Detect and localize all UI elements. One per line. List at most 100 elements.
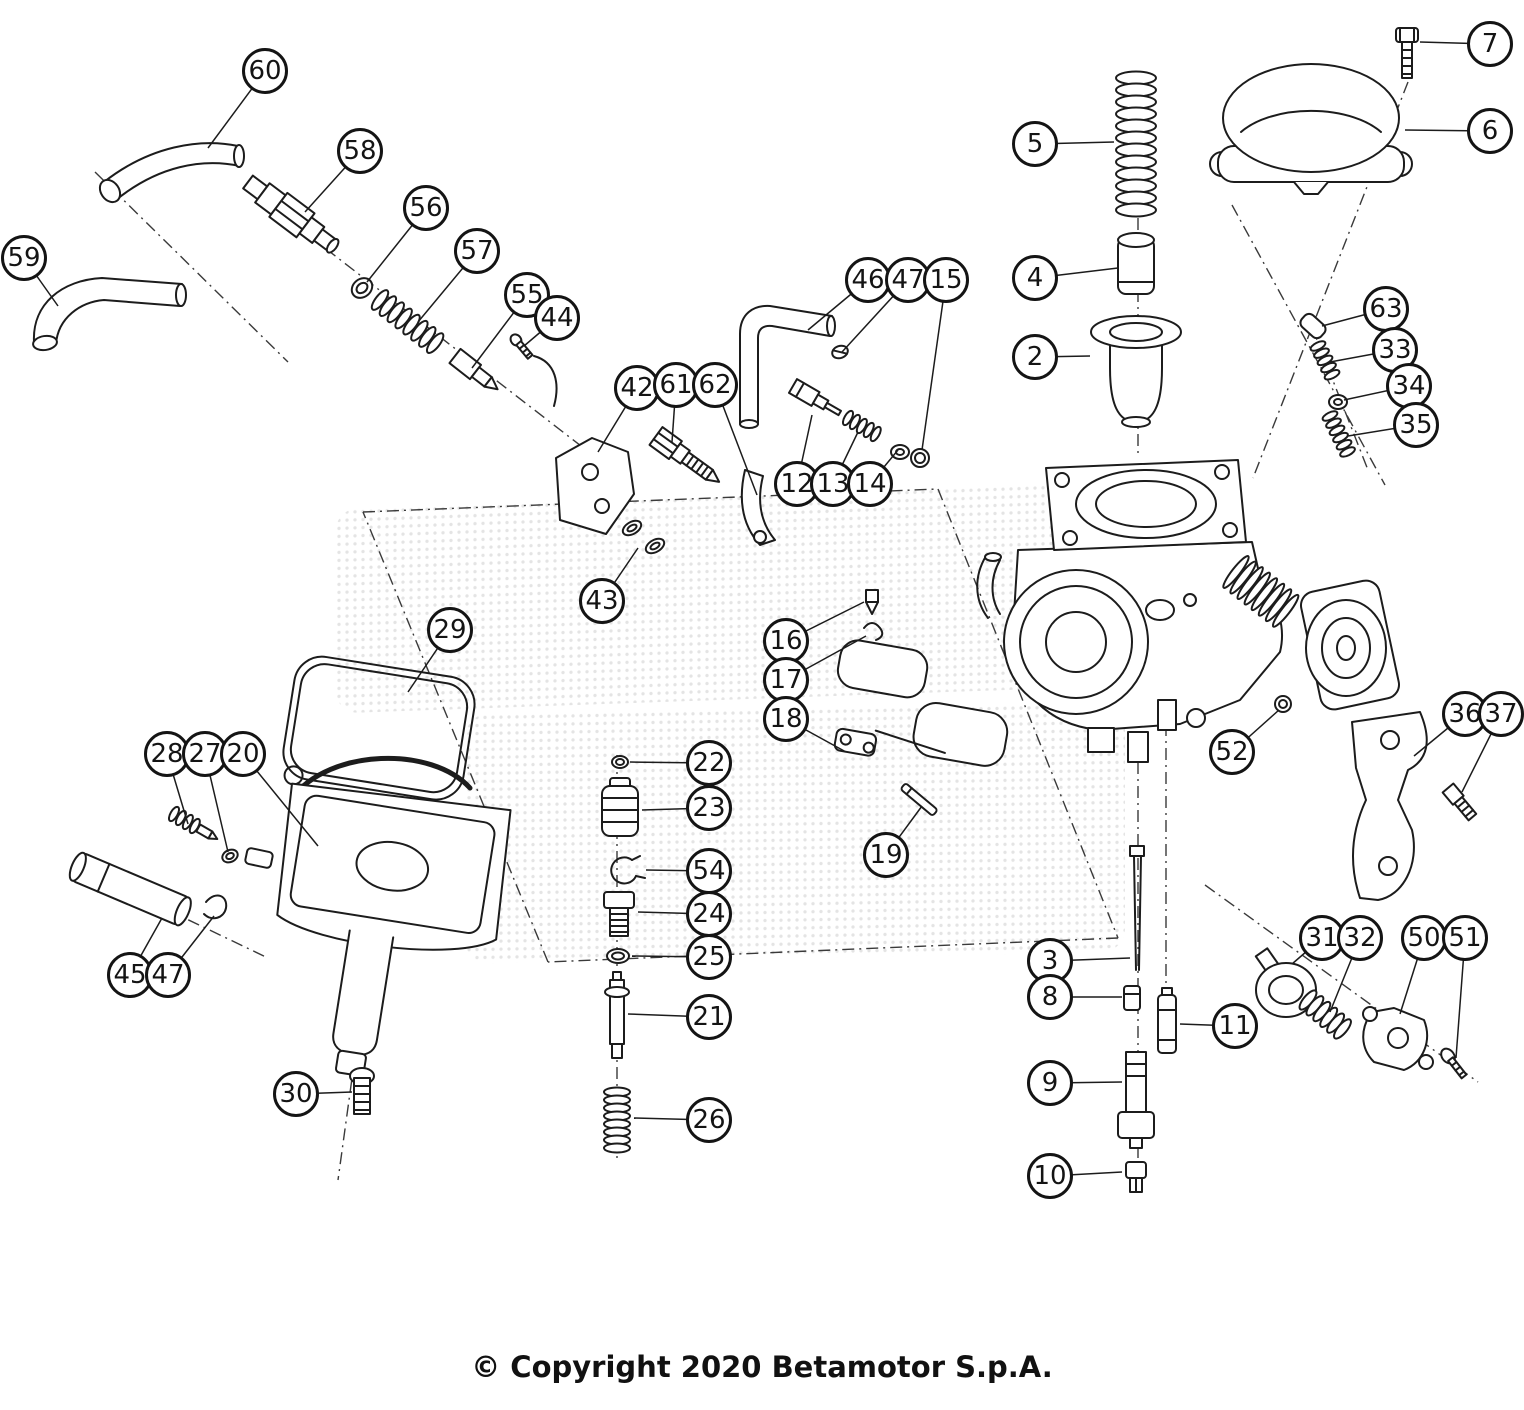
callout-5: 5: [1012, 121, 1058, 167]
callout-4: 4: [1012, 255, 1058, 301]
part-oring-56: [350, 277, 374, 299]
callout-52: 52: [1209, 729, 1255, 775]
part-valve-16: [865, 589, 879, 615]
callout-43: 43: [579, 578, 625, 624]
callout-37: 37: [1478, 691, 1524, 737]
part-spring-35: [1320, 408, 1358, 460]
part-spring-32: [1295, 986, 1355, 1043]
callout-29: 29: [427, 607, 473, 653]
callout-26: 26: [686, 1097, 732, 1143]
part-float-bowl-20: [244, 755, 512, 1077]
callout-33: 33: [1372, 327, 1418, 373]
callout-63: 63: [1363, 286, 1409, 332]
part-jet-8: [1123, 985, 1141, 1011]
callout-50: 50: [1401, 915, 1447, 961]
part-diaphragm-2: [1090, 315, 1182, 428]
callout-31: 31: [1299, 915, 1345, 961]
part-screw-37: [1441, 782, 1478, 822]
part-cap-63: [1299, 312, 1327, 340]
callout-8: 8: [1027, 974, 1073, 1020]
part-circlip-54: [610, 855, 646, 885]
part-hose-45: [68, 851, 192, 927]
callout-35: 35: [1393, 402, 1439, 448]
part-orings-43: [621, 519, 666, 555]
part-screw-61: [648, 426, 721, 483]
part-bracket-36: [1351, 711, 1428, 901]
part-oring-15: [910, 448, 930, 468]
part-screw-30: [349, 1067, 375, 1115]
callout-47: 47: [145, 952, 191, 998]
callout-10: 10: [1027, 1153, 1073, 1199]
part-clip-47b: [203, 894, 228, 920]
callout-62: 62: [692, 362, 738, 408]
callout-54: 54: [686, 848, 732, 894]
part-jet-10: [1125, 1161, 1147, 1193]
callout-58: 58: [337, 128, 383, 174]
part-float-18: [833, 639, 1009, 767]
callout-11: 11: [1212, 1003, 1258, 1049]
callout-23: 23: [686, 785, 732, 831]
callout-19: 19: [863, 832, 909, 878]
part-bolt-24: [603, 891, 635, 937]
part-slide-4: [1117, 232, 1155, 295]
part-clip-17: [863, 622, 884, 641]
part-screw-28: [165, 804, 219, 840]
part-oring-27: [221, 848, 239, 864]
callout-24: 24: [686, 891, 732, 937]
part-screw-51: [1440, 1047, 1468, 1080]
part-lever-62: [740, 469, 776, 546]
part-elbow-hose-59: [32, 277, 187, 352]
callout-42: 42: [614, 365, 660, 411]
part-pin-19: [900, 783, 938, 816]
part-fitting-12: [788, 378, 843, 417]
part-gasket-29: [282, 655, 476, 801]
callout-20: 20: [220, 731, 266, 777]
part-jet-holder-9: [1117, 1051, 1155, 1149]
callout-2: 2: [1012, 334, 1058, 380]
part-cover-50: [1362, 1006, 1434, 1071]
part-oring-52: [1274, 695, 1292, 713]
callout-51: 51: [1442, 915, 1488, 961]
callout-14: 14: [847, 461, 893, 507]
part-spring-57: [368, 286, 448, 357]
callout-22: 22: [686, 740, 732, 786]
part-screw-44: [509, 333, 558, 407]
part-needle-valve-55: [448, 347, 499, 391]
callout-32: 32: [1337, 915, 1383, 961]
part-jet-11: [1157, 987, 1177, 1054]
callout-16: 16: [763, 618, 809, 664]
part-bracket-42: [555, 437, 635, 535]
part-carb-body: [976, 459, 1400, 763]
copyright-text: © Copyright 2020 Betamotor S.p.A.: [471, 1350, 1053, 1384]
part-spring-5: [1115, 70, 1157, 218]
part-spring-13: [839, 408, 884, 444]
callout-30: 30: [273, 1071, 319, 1117]
callout-60: 60: [242, 48, 288, 94]
callout-6: 6: [1467, 108, 1513, 154]
callout-57: 57: [454, 228, 500, 274]
callout-7: 7: [1467, 21, 1513, 67]
leader-lines: [23, 41, 1502, 1177]
part-needle-3: [1129, 845, 1145, 971]
part-oring-25: [606, 948, 630, 964]
part-valve-body-23: [601, 777, 639, 837]
part-cover-6: [1209, 63, 1413, 195]
callout-25: 25: [686, 934, 732, 980]
callout-46: 46: [845, 257, 891, 303]
part-oring-22: [611, 755, 629, 769]
part-pipe-46: [739, 304, 836, 429]
callout-9: 9: [1027, 1060, 1073, 1106]
part-spring-26: [603, 1086, 631, 1154]
part-washer-34: [1328, 394, 1348, 410]
part-screw-7: [1395, 27, 1419, 79]
part-washer-14: [890, 444, 910, 460]
callout-21: 21: [686, 994, 732, 1040]
callout-15: 15: [923, 257, 969, 303]
callout-18: 18: [763, 696, 809, 742]
part-needle-jet-21: [604, 971, 630, 1059]
callout-56: 56: [403, 185, 449, 231]
callout-17: 17: [763, 657, 809, 703]
part-hose-60: [98, 142, 245, 204]
